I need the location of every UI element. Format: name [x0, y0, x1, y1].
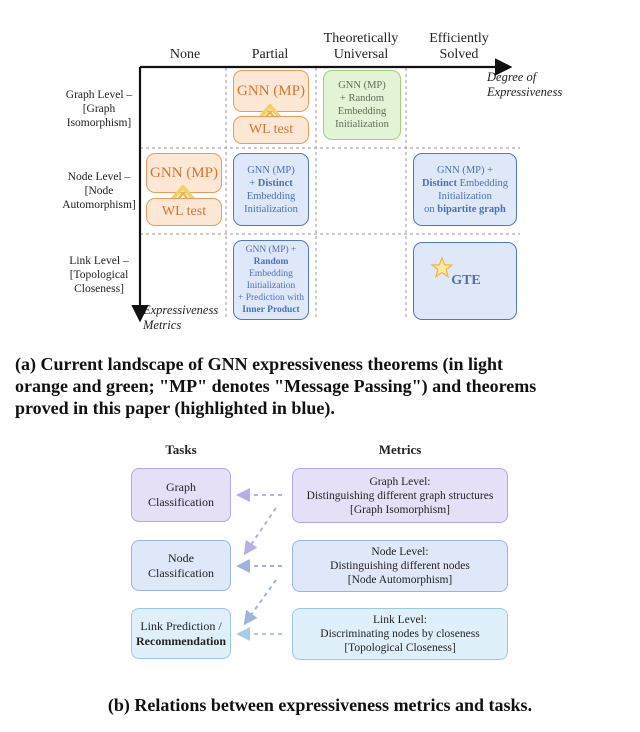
metric-graph-level: Graph Level: Distinguishing different gr… [292, 468, 508, 523]
node-distinct-embedding-box: GNN (MP) + Distinct Embedding Initializa… [233, 153, 309, 226]
task-link-prediction: Link Prediction / Recommendation [131, 608, 231, 659]
axes-and-grid [131, 58, 520, 323]
column-header-partial: Partial [251, 47, 289, 62]
star-icon [430, 256, 454, 279]
task-graph-classification: Graph Classification [131, 468, 231, 522]
relation-arrows [236, 488, 282, 641]
caption-a: (a) Current landscape of GNN expressiven… [15, 354, 537, 418]
y-axis-label: Expressiveness Metrics [143, 303, 219, 332]
row-header-node-level: Node Level – [Node Automorphism] [62, 171, 136, 211]
arrow-graph-to-node [243, 507, 277, 556]
metric-node-level: Node Level: Distinguishing different nod… [292, 540, 508, 592]
caption-b: (b) Relations between expressiveness met… [107, 695, 533, 715]
arrow-node-to-link [243, 579, 277, 626]
gte-label: GTE [451, 273, 481, 288]
column-header-theoretically-universal: Theoretically Universal [323, 31, 399, 62]
node-bipartite-box: GNN (MP) + Distinct Embedding Initializa… [413, 153, 517, 226]
link-gte-box: GTE [413, 242, 517, 320]
metrics-title: Metrics [378, 442, 422, 457]
tasks-title: Tasks [165, 442, 197, 457]
column-header-efficiently-solved: Efficiently Solved [429, 31, 489, 62]
x-axis-label: Degree of Expressiveness [487, 70, 563, 99]
node-wl-test-box: WL test [146, 198, 222, 226]
metric-link-level: Link Level: Discriminating nodes by clos… [292, 608, 508, 660]
row-header-graph-level: Graph Level – [Graph Isomorphism] [65, 89, 133, 129]
graph-random-embedding-box: GNN (MP) + Random Embedding Initializati… [323, 70, 401, 140]
row-header-link-level: Link Level – [Topological Closeness] [69, 255, 129, 295]
graph-wl-test-box: WL test [233, 116, 309, 144]
node-gnn-mp-box: GNN (MP) [146, 153, 222, 193]
link-inner-product-box: GNN (MP) + Random Embedding Initializati… [233, 240, 309, 320]
column-header-none: None [169, 47, 201, 62]
task-node-classification: Node Classification [131, 540, 231, 591]
